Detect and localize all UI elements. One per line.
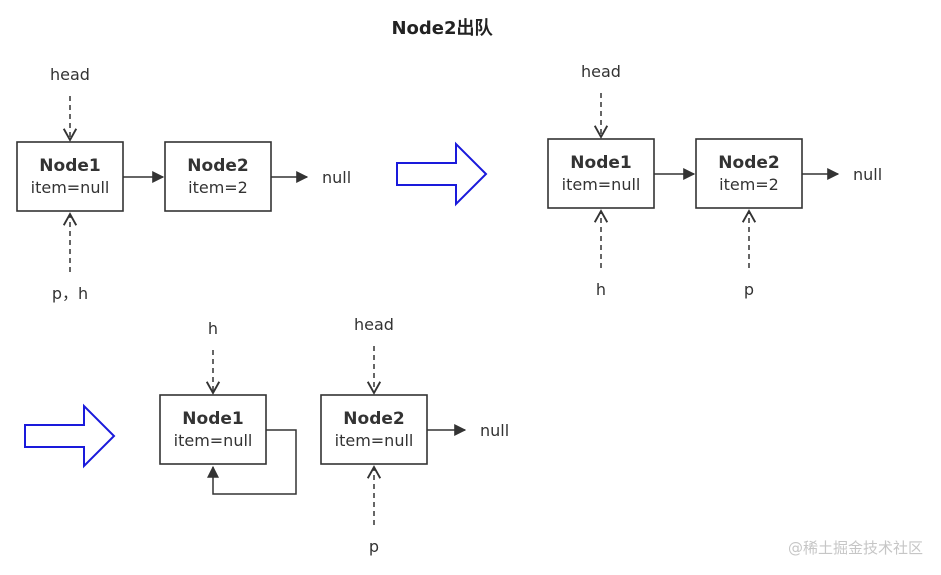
node2-box [320, 394, 428, 465]
h-label: h [208, 319, 218, 338]
head-label: head [354, 315, 394, 334]
node2-title: Node2 [718, 153, 779, 173]
null-label: null [480, 421, 509, 440]
head-label: head [581, 62, 621, 81]
stage-1: head Node1 item=null Node2 item=2 null p… [16, 65, 351, 303]
diagram-title: Node2出队 [391, 17, 493, 39]
node2-title: Node2 [187, 156, 248, 176]
node1-title: Node1 [39, 156, 100, 176]
node1-item: item=null [562, 175, 641, 194]
node2-box [695, 138, 803, 209]
node2-item: item=2 [188, 178, 248, 197]
node1-box [547, 138, 655, 209]
stage-2: head Node1 item=null Node2 item=2 null h… [547, 62, 882, 299]
node1-item: item=null [31, 178, 110, 197]
node1-box [16, 141, 124, 212]
stage-3: h Node1 item=null head Node2 item=null n… [159, 315, 509, 556]
node1-title: Node1 [182, 409, 243, 429]
node2-title: Node2 [343, 409, 404, 429]
null-label: null [853, 165, 882, 184]
node2-item: item=2 [719, 175, 779, 194]
h-label: h [596, 280, 606, 299]
node2-box [164, 141, 272, 212]
node2-item: item=null [335, 431, 414, 450]
null-label: null [322, 168, 351, 187]
watermark-text: @稀土掘金技术社区 [788, 539, 923, 557]
node1-box [159, 394, 267, 465]
node1-title: Node1 [570, 153, 631, 173]
ph-label: p，h [52, 284, 88, 303]
node1-item: item=null [174, 431, 253, 450]
p-label: p [744, 280, 754, 299]
self-loop-arrow [207, 429, 297, 495]
transition-arrow-2 [24, 403, 116, 469]
p-label: p [369, 537, 379, 556]
transition-arrow-1 [396, 141, 488, 207]
head-label: head [50, 65, 90, 84]
